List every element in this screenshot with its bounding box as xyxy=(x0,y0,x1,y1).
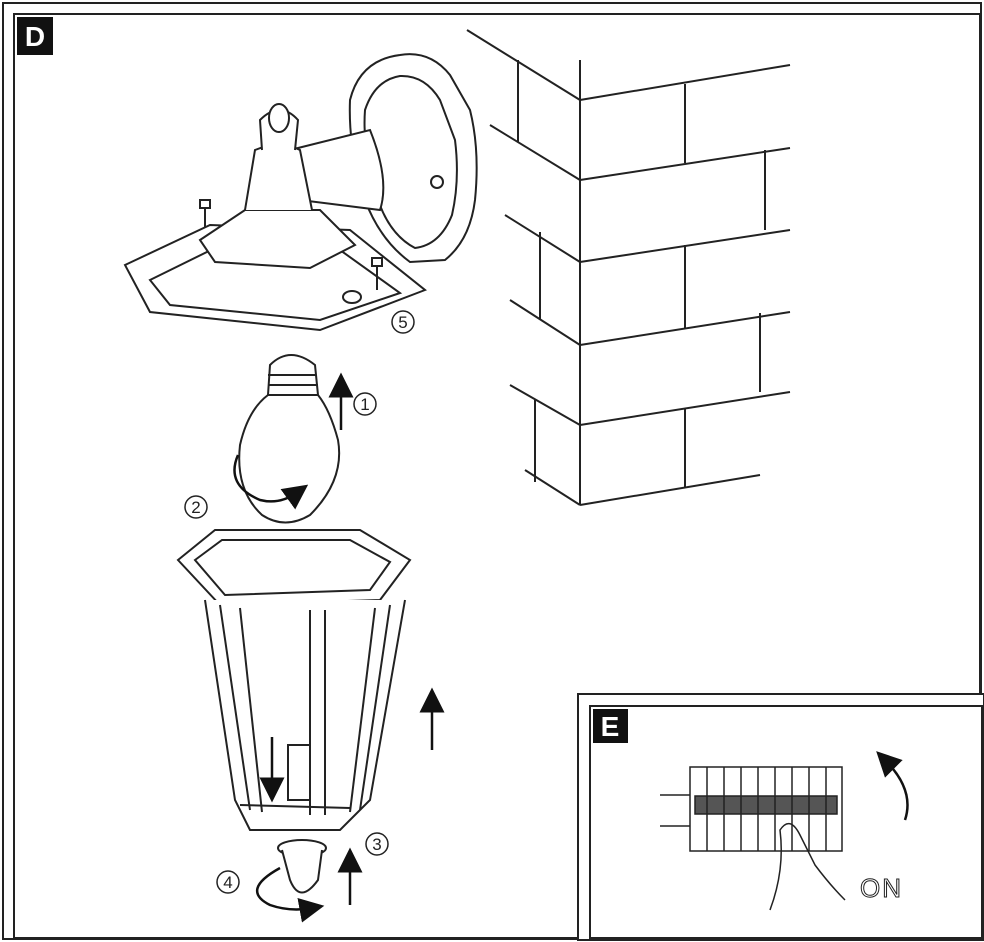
lamp-top-bracket xyxy=(123,53,478,332)
step-4-number: 4 xyxy=(223,873,232,892)
panel-e: E ON xyxy=(577,693,984,941)
step-1-number: 1 xyxy=(360,395,369,414)
step-markers: 1 2 3 4 5 xyxy=(184,310,415,894)
hand-pointer xyxy=(769,822,846,911)
switch-up-arrow xyxy=(876,751,909,821)
panel-d-label: D xyxy=(25,21,45,52)
step-marker-5: 5 xyxy=(391,310,415,334)
step-marker-4: 4 xyxy=(216,870,240,894)
circuit-breaker-panel xyxy=(660,766,843,852)
step-marker-3: 3 xyxy=(365,832,389,856)
step-marker-1: 1 xyxy=(353,392,377,416)
panel-e-label: E xyxy=(601,711,620,742)
assembly-arrows xyxy=(233,372,445,923)
on-label: ON xyxy=(860,873,903,903)
arrow-rotate-4 xyxy=(255,866,325,923)
step-marker-2: 2 xyxy=(184,495,208,519)
step-2-number: 2 xyxy=(191,498,200,517)
light-bulb xyxy=(238,354,341,524)
panel-d-label-box: D xyxy=(17,17,53,55)
lantern-body xyxy=(176,529,412,831)
bottom-finial xyxy=(277,839,327,894)
arrow-rotate-2 xyxy=(233,454,309,510)
step-3-number: 3 xyxy=(372,835,381,854)
panel-d-frame xyxy=(13,13,981,939)
step-5-number: 5 xyxy=(398,313,407,332)
brick-wall xyxy=(466,29,791,506)
panel-e-label-box xyxy=(593,709,628,743)
